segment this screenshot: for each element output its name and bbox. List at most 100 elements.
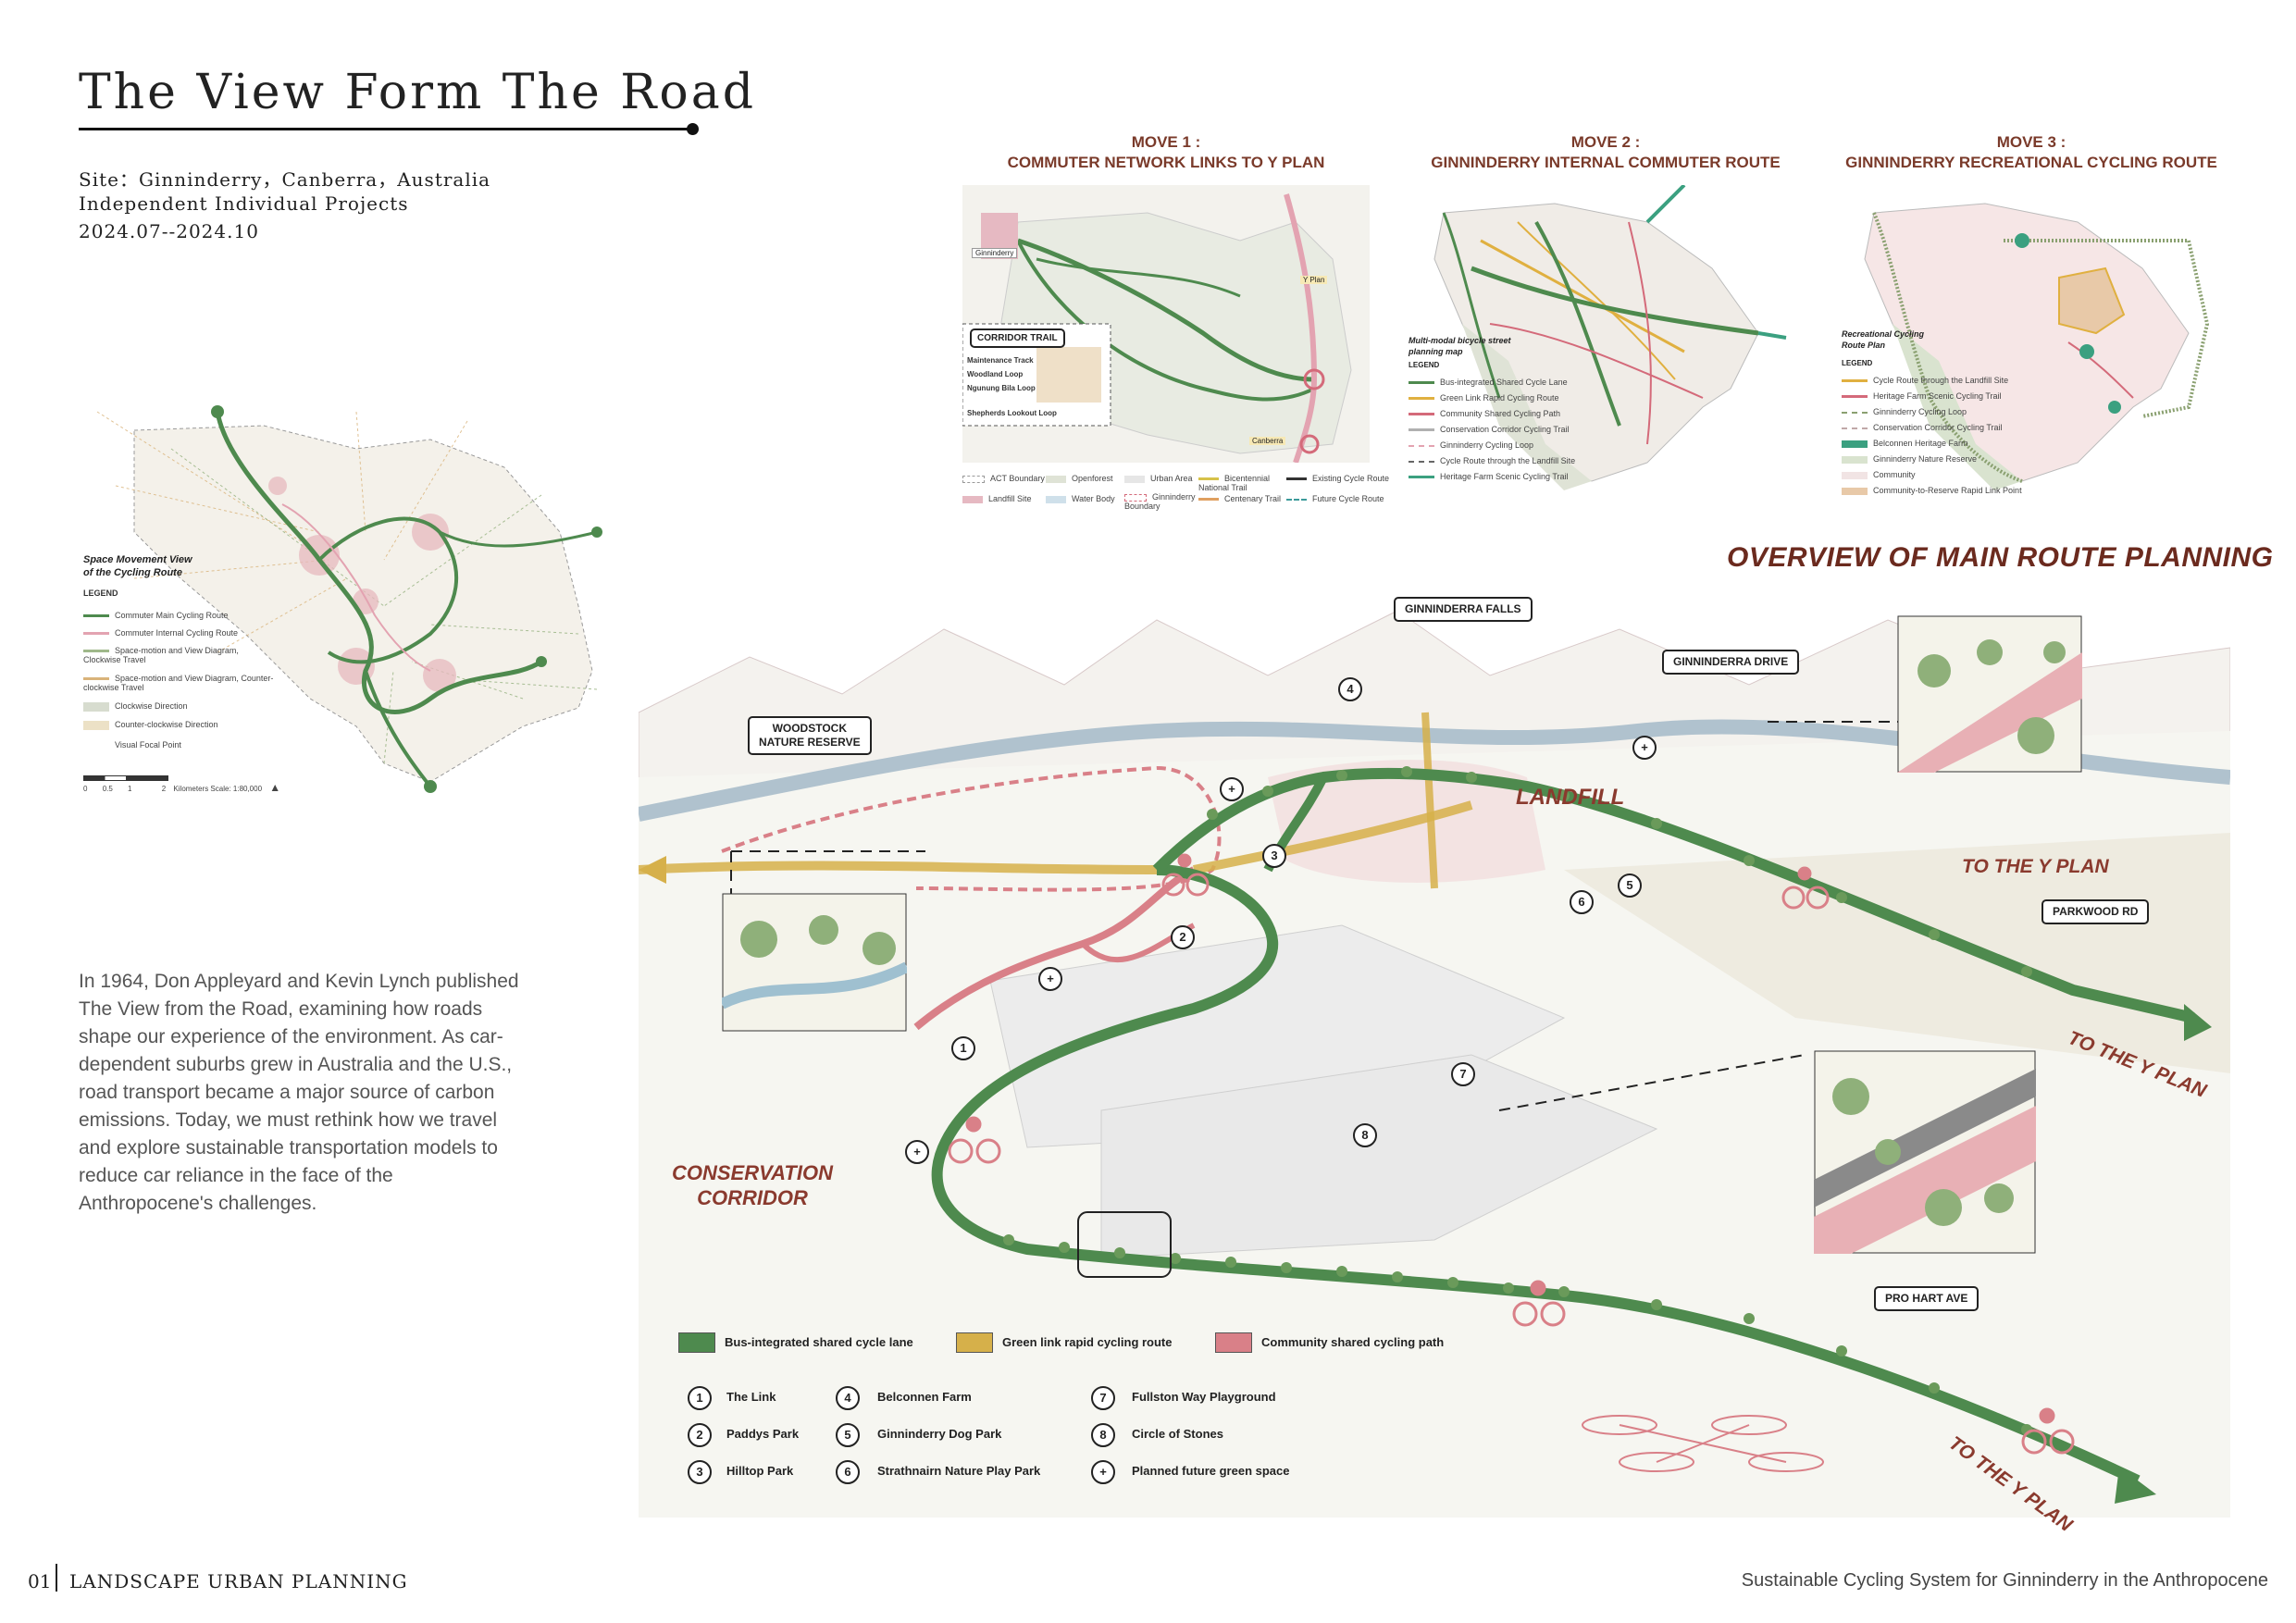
legend-item: Ginninderry Cycling Loop [1409, 440, 1533, 450]
legend-number: 6 [836, 1460, 860, 1484]
move2-legend: Bus-integrated Shared Cycle Lane Green L… [1409, 378, 1594, 498]
community-loop [721, 765, 1222, 892]
legend-label: Paddys Park [726, 1427, 800, 1441]
legend-item: Visual Focal Point [115, 740, 181, 750]
green-link-route [1193, 800, 1473, 874]
legend-item: Conservation Corridor Cycling Trail [1842, 423, 2003, 432]
legend-item: Belconnen Heritage Farm [1842, 439, 1968, 448]
legend-item: Bicentennial National Trail [1198, 474, 1271, 492]
cyclist-icon [1512, 1280, 1566, 1327]
footer-section: LANDSCAPE URBAN PLANNING [69, 1570, 408, 1592]
inset-scene-woodstock [722, 893, 907, 1032]
callout-pro-hart-ave: PRO HART AVE [1874, 1286, 1980, 1311]
legend-item: Ginninderry Nature Reserve [1842, 454, 1977, 464]
urban-area [1100, 1054, 1658, 1259]
map-label: Canberra [1249, 437, 1286, 445]
legend-item: Community Shared Cycling Path [1409, 409, 1560, 418]
legend-item: Counter-clockwise Direction [83, 720, 218, 730]
overview-title: OVERVIEW OF MAIN ROUTE PLANNING [1727, 542, 2274, 573]
site-marker: 5 [1618, 873, 1642, 898]
label-landfill: LANDFILL [1516, 785, 1625, 810]
site-marker: 2 [1171, 925, 1195, 949]
legend-label: Ginninderry Dog Park [877, 1427, 1002, 1441]
legend-item: Future Cycle Route [1286, 494, 1384, 503]
space-movement-map [96, 405, 602, 793]
legend-number: 3 [688, 1460, 712, 1484]
map-label: Ginninderry [972, 248, 1018, 258]
legend-number: 1 [688, 1386, 712, 1410]
commuter-branch-route [439, 530, 598, 548]
legend-item: Community-to-Reserve Rapid Link Point [1842, 486, 2022, 495]
legend-item: Openforest [1046, 474, 1113, 483]
legend-swatch [1215, 1332, 1252, 1353]
footer-subtitle: Sustainable Cycling System for Ginninder… [1741, 1570, 2268, 1591]
focal-point [211, 405, 224, 418]
site-marker: 3 [1262, 844, 1286, 868]
footer-divider [56, 1564, 57, 1592]
cyclist-icon [1161, 853, 1210, 897]
site-marker: 1 [951, 1036, 975, 1060]
legend-item: Cycle Route through the Landfill Site [1409, 456, 1575, 465]
move2-legend-heading: LEGEND [1409, 361, 1440, 369]
legend-item: Community [1842, 470, 1916, 479]
cyclist-icon [1781, 866, 1830, 910]
legend-item: Conservation Corridor Cycling Trail [1409, 425, 1570, 434]
move1-title: MOVE 1 : COMMUTER NETWORK LINKS TO Y PLA… [1007, 133, 1325, 171]
legend-label: The Link [726, 1390, 776, 1404]
project-dates: 2024.07--2024.10 [79, 220, 259, 242]
green-link-route [1421, 712, 1438, 889]
page-number: 01 [28, 1570, 52, 1592]
site-marker: + [905, 1140, 929, 1164]
legend-item: Space-motion and View Diagram, Clockwise… [83, 646, 239, 664]
community-shared-path [913, 866, 1196, 1031]
arrow-icon [639, 856, 666, 884]
inset-scene-corridor [1814, 1050, 2036, 1254]
legend-item: Landfill Site [962, 494, 1032, 503]
left-map-legend-heading: LEGEND [83, 588, 118, 598]
page-title: The View Form The Road [79, 65, 757, 120]
legend-label: Planned future green space [1132, 1464, 1290, 1478]
legend-label: Hilltop Park [726, 1464, 794, 1478]
route-type-legend: Bus-integrated shared cycle lane Green l… [678, 1332, 1604, 1369]
site-marker: + [1220, 777, 1244, 801]
inset-scene-drive [1897, 615, 2082, 773]
move3-legend: Cycle Route through the Landfill Site He… [1842, 376, 2027, 496]
legend-item: Space-motion and View Diagram, Counter-c… [83, 674, 274, 692]
legend-number: 8 [1091, 1423, 1115, 1447]
legend-number: 2 [688, 1423, 712, 1447]
site-marker: + [1038, 967, 1062, 991]
left-map-title: Space Movement View of the Cycling Route [83, 554, 192, 578]
arrow-icon [2115, 1467, 2156, 1504]
legend-swatch [678, 1332, 715, 1353]
legend-item: Heritage Farm Scenic Cycling Trail [1409, 472, 1569, 481]
legend-item: Heritage Farm Scenic Cycling Trail [1842, 391, 2002, 401]
site-list-legend: 1 The Link 2 Paddys Park 3 Hilltop Park … [688, 1386, 1520, 1506]
legend-label: Bus-integrated shared cycle lane [725, 1335, 913, 1349]
legend-label: Community shared cycling path [1261, 1335, 1445, 1349]
title-underline [79, 128, 694, 130]
site-marker: 4 [1338, 677, 1362, 701]
focal-point [591, 527, 602, 538]
left-map-scale: 0 0.5 1 2 Kilometers Scale: 1:80,000 ▲ [83, 775, 280, 794]
north-arrow-icon: ▲ [269, 781, 281, 794]
move1-inset-label: CORRIDOR TRAIL [970, 328, 1065, 348]
legend-item: Water Body [1046, 494, 1115, 503]
legend-number: + [1091, 1460, 1115, 1484]
move3-title: MOVE 3 : GINNINDERRY RECREATIONAL CYCLIN… [1845, 133, 2217, 171]
legend-item: Urban Area [1124, 474, 1193, 483]
arrow-icon [2184, 1004, 2212, 1041]
move2-map-title: Multi-modal bicycle street planning map [1409, 336, 1511, 356]
legend-label: Strathnairn Nature Play Park [877, 1464, 1041, 1478]
legend-item: Centenary Trail [1198, 494, 1281, 503]
cyclist-icon [948, 1116, 1001, 1164]
site-line: Site：Ginninderry，Canberra，Australia [79, 168, 491, 191]
legend-item: Green Link Rapid Cycling Route [1409, 393, 1559, 403]
green-link-route [639, 861, 1158, 874]
legend-number: 5 [836, 1423, 860, 1447]
callout-parkwood-rd: PARKWOOD RD [2042, 899, 2150, 924]
legend-item: Ginninderry Boundary [1124, 492, 1196, 511]
focal-point [536, 656, 547, 667]
legend-item: Cycle Route through the Landfill Site [1842, 376, 2008, 385]
intro-paragraph: In 1964, Don Appleyard and Kevin Lynch p… [79, 971, 519, 1214]
legend-label: Fullston Way Playground [1132, 1390, 1276, 1404]
